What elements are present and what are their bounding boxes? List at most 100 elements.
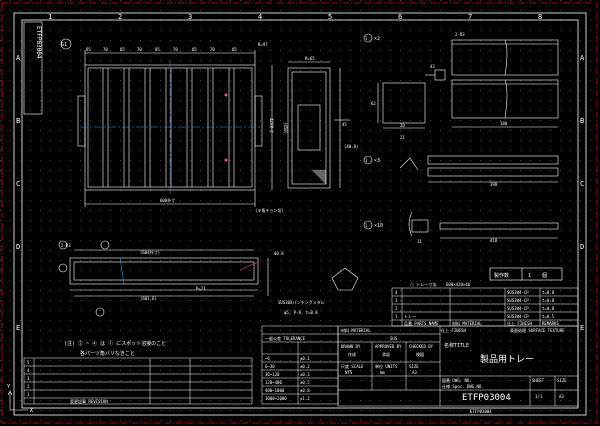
- tray-size-value: 600×420×40: [446, 282, 471, 287]
- parts-table-rows: 4 SUS304-CP t=0.8 3 SUS304-CP t=0.8 2 SU…: [395, 290, 559, 326]
- axis-x-label: X: [30, 408, 33, 414]
- dim-width-total: 600外寸: [160, 197, 175, 203]
- top-dimensions: 85 70 85 70 85 70 85 70 85: [86, 47, 237, 52]
- svg-text:30~120: 30~120: [265, 372, 280, 377]
- svg-text:1: 1: [365, 223, 368, 228]
- title-label: 名称TITLE: [444, 342, 469, 349]
- dim-r40: 2-R3: [455, 32, 465, 37]
- zone-number: 4: [258, 13, 262, 21]
- side-view[interactable]: [287, 61, 350, 189]
- dim-398: 398: [490, 182, 498, 187]
- dim-418: 418: [490, 238, 498, 243]
- zone-letters-right: A B C D E: [580, 54, 585, 332]
- zone-letter: C: [580, 180, 584, 188]
- zone-letter: A: [580, 54, 585, 62]
- svg-text:トレー: トレー: [404, 314, 416, 319]
- svg-text:20: 20: [400, 123, 405, 128]
- svg-text:SHEET: SHEET: [532, 378, 545, 383]
- svg-text:作成: 作成: [348, 351, 356, 357]
- svg-text:2-R3: 2-R3: [61, 243, 71, 248]
- svg-text:A3: A3: [559, 394, 564, 399]
- footer-company: ETFP03004: [470, 409, 492, 414]
- dwg-number-tab: [23, 21, 43, 115]
- zone-letter: C: [16, 180, 20, 188]
- svg-text:3: 3: [27, 376, 30, 381]
- svg-text:材料 MATERIAL: 材料 MATERIAL: [452, 320, 482, 326]
- svg-text:±0.2: ±0.2: [300, 364, 310, 369]
- svg-text:1: 1: [395, 314, 398, 319]
- svg-text:CHECKED BY: CHECKED BY: [409, 344, 434, 349]
- svg-text:t=0.5: t=0.5: [542, 314, 555, 319]
- rail-part-top[interactable]: [451, 39, 559, 128]
- tolerance-table: [261, 325, 339, 405]
- svg-text:±0.1: ±0.1: [300, 356, 310, 361]
- svg-text:400~1000: 400~1000: [265, 388, 285, 393]
- svg-text:62: 62: [371, 101, 376, 106]
- dim-r65: R=65: [305, 56, 315, 61]
- svg-text:NTS: NTS: [345, 370, 353, 375]
- revision-rows: 5 4 3 2 1 変更記事 REVISION: [27, 360, 108, 404]
- svg-text:材料 MATERIAL: 材料 MATERIAL: [341, 327, 371, 333]
- svg-text:4: 4: [395, 290, 398, 295]
- dim-45: 45: [342, 122, 347, 127]
- svg-text:1: 1: [27, 392, 30, 397]
- outer-frame: [13, 12, 587, 416]
- svg-text:t=0.8: t=0.8: [542, 298, 555, 303]
- dim-r97: R=97: [258, 42, 268, 47]
- note-sus-punching: SUS304パンチングメタル: [278, 299, 325, 305]
- inner-frame: [21, 19, 579, 409]
- product-name: 製品用トレー: [480, 353, 534, 365]
- svg-text:43: 43: [430, 64, 435, 69]
- svg-text:SUS304-CP: SUS304-CP: [507, 298, 529, 303]
- svg-text:±1.2: ±1.2: [300, 396, 310, 401]
- note-corner: (キ角チョン切): [255, 207, 284, 213]
- dim-height-total: 420外寸: [269, 118, 275, 133]
- svg-text:DRAWN BY: DRAWN BY: [341, 344, 361, 349]
- svg-text:t=0.8: t=0.8: [542, 290, 555, 295]
- svg-text:APPROVED BY: APPROVED BY: [375, 344, 402, 349]
- note-burr: 各パーツ角バリなきこと: [80, 350, 135, 357]
- tray-size-label: ① トレー寸法: [410, 281, 436, 287]
- svg-text:1/1: 1/1: [535, 394, 543, 399]
- zone-letter: E: [16, 324, 20, 332]
- dim-180: 180: [500, 121, 508, 126]
- ucs-icon: [7, 390, 28, 411]
- svg-text:70: 70: [103, 47, 108, 52]
- svg-text:85: 85: [120, 47, 125, 52]
- detail-x2[interactable]: [363, 33, 446, 129]
- svg-text:70: 70: [210, 47, 215, 52]
- view-bubble-g1: [60, 38, 72, 50]
- svg-text:SUS304-CP: SUS304-CP: [507, 290, 529, 295]
- detail-x3[interactable]: [363, 155, 559, 183]
- zone-letters-left: A B C D E: [16, 54, 21, 332]
- svg-text:SIZE: SIZE: [409, 364, 419, 369]
- front-section-view[interactable]: [58, 240, 359, 317]
- svg-text:~6: ~6: [265, 356, 270, 361]
- svg-text:4: 4: [27, 368, 30, 373]
- dim-p71: P=71: [196, 286, 206, 291]
- zone-letter: A: [16, 54, 21, 62]
- svg-text:REMARKS: REMARKS: [542, 321, 559, 326]
- plan-view[interactable]: [60, 38, 273, 207]
- zone-number: 7: [468, 13, 472, 21]
- svg-text:SUS: SUS: [390, 336, 398, 341]
- detail-x10[interactable]: [363, 211, 559, 239]
- view-label-g1: G1: [61, 42, 67, 48]
- svg-text:図番 DWG. NO.: 図番 DWG. NO.: [442, 377, 472, 383]
- svg-text:6~30: 6~30: [265, 364, 275, 369]
- svg-text:製作数: 製作数: [494, 272, 509, 279]
- dwg-number-main: ETFP03004: [462, 393, 511, 403]
- zone-letter: D: [16, 243, 20, 251]
- zone-number: 3: [188, 13, 192, 21]
- dim-h40b: 40.8: [274, 251, 284, 256]
- zone-number: 2: [118, 13, 122, 21]
- svg-text:70: 70: [137, 47, 142, 52]
- zone-number: 1: [48, 13, 52, 21]
- zone-letter: E: [580, 324, 584, 332]
- svg-text:120~400: 120~400: [265, 380, 282, 385]
- svg-text:5: 5: [27, 360, 30, 365]
- zone-number: 8: [538, 13, 542, 21]
- production-qty-box: [489, 267, 563, 281]
